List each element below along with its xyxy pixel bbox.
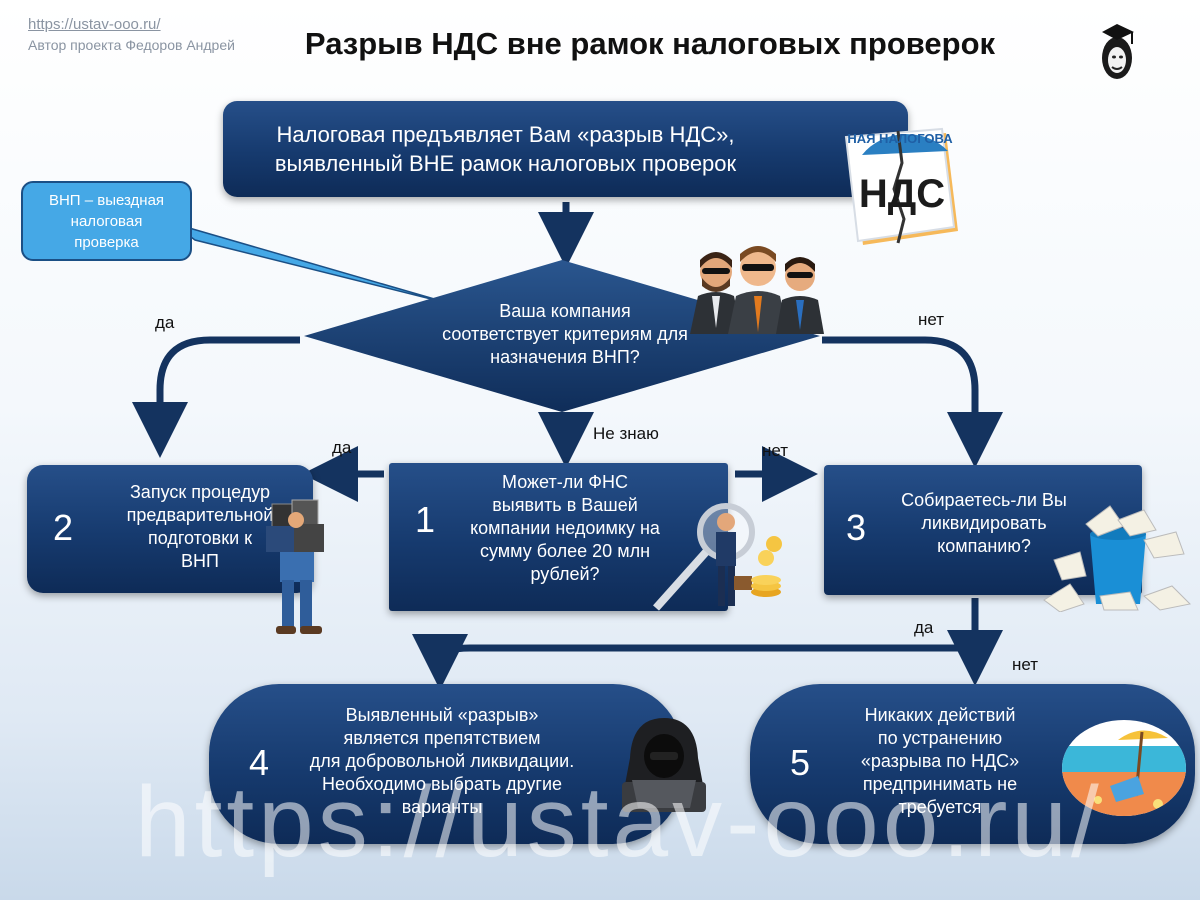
box-3-number: 3 xyxy=(846,507,867,548)
label-yes-3: да xyxy=(914,618,934,637)
box-2-line: предварительной xyxy=(126,505,274,525)
box-2-line: подготовки к xyxy=(147,528,253,548)
box-1-number: 1 xyxy=(415,499,436,540)
box-4-line: варианты xyxy=(401,797,483,817)
box-1-line: Может-ли ФНС xyxy=(502,472,628,492)
box-1-line: сумму более 20 млн xyxy=(479,541,651,561)
label-yes-left: да xyxy=(155,313,175,332)
top-box-line: Налоговая предъявляет Вам «разрыв НДС», xyxy=(276,122,735,147)
box-5-text: Никаких действий по устранению «разрыва … xyxy=(842,704,1038,819)
decision-diamond xyxy=(304,260,820,412)
box-3-line: ликвидировать xyxy=(921,513,1047,533)
box-1-text: Может-ли ФНС выявить в Вашей компании не… xyxy=(455,471,675,586)
decision-line: соответствует критериям для xyxy=(442,324,688,344)
decision-line: Ваша компания xyxy=(499,301,631,321)
box-5-line: требуется xyxy=(898,797,982,817)
top-box: Налоговая предъявляет Вам «разрыв НДС», … xyxy=(223,101,908,197)
callout-line: ВНП – выездная xyxy=(48,191,165,209)
box-1: 1 Может-ли ФНС выявить в Вашей компании … xyxy=(389,463,728,611)
hacker-icon xyxy=(622,718,706,812)
box-2: 2 Запуск процедур предварительной подгот… xyxy=(27,465,313,593)
box-3: 3 Собираетесь-ли Вы ликвидировать компан… xyxy=(824,465,1142,595)
page-title: Разрыв НДС вне рамок налоговых проверок xyxy=(304,26,996,61)
box-5-line: «разрыва по НДС» xyxy=(860,751,1020,771)
author-credit: Автор проекта Федоров Андрей xyxy=(28,37,235,53)
site-url-link[interactable]: https://ustav-ooo.ru/ xyxy=(28,16,161,33)
callout-line: проверка xyxy=(74,233,139,251)
box-4-line: для добровольной ликвидации. xyxy=(309,751,575,771)
magnifier-coins-icon xyxy=(653,503,782,611)
box-3-line: Собираетесь-ли Вы xyxy=(901,490,1067,510)
person-computers-icon xyxy=(266,499,324,634)
box-5-number: 5 xyxy=(790,742,811,783)
box-4-line: Выявленный «разрыв» xyxy=(345,705,539,725)
box-2-line: Запуск процедур xyxy=(129,482,271,502)
beach-icon xyxy=(1062,720,1186,816)
box-5-line: по устранению xyxy=(877,728,1003,748)
nds-ring-text: НАЯ НАЛОГОВА xyxy=(847,131,953,146)
vnp-callout: ВНП – выездная налоговая проверка xyxy=(21,181,192,261)
box-2-number: 2 xyxy=(53,507,74,548)
nds-label: НДС xyxy=(859,172,945,216)
author-avatar-icon xyxy=(1102,24,1134,79)
box-3-text: Собираетесь-ли Вы ликвидировать компанию… xyxy=(884,489,1084,558)
box-3-line: компанию? xyxy=(937,536,1031,556)
box-4: 4 Выявленный «разрыв» является препятств… xyxy=(209,684,683,844)
box-2-line: ВНП xyxy=(181,551,219,571)
box-2-text: Запуск процедур предварительной подготов… xyxy=(95,481,305,573)
box-4-number: 4 xyxy=(249,742,270,783)
box-1-line: рублей? xyxy=(530,564,600,584)
box-1-line: выявить в Вашей xyxy=(492,495,638,515)
nds-badge-icon: НАЯ НАЛОГОВА НДС xyxy=(844,127,958,245)
agents-icon xyxy=(690,246,824,334)
callout-line: налоговая xyxy=(70,212,143,230)
box-5-line: Никаких действий xyxy=(864,705,1016,725)
box-5-line: предпринимать не xyxy=(862,774,1018,794)
box-4-line: является препятствием xyxy=(343,728,541,748)
box-1-line: компании недоимку на xyxy=(470,518,660,538)
decision-text: Ваша компания соответствует критериям дл… xyxy=(390,300,740,369)
label-no-mid: нет xyxy=(762,441,789,460)
box-4-line: Необходимо выбрать другие xyxy=(321,774,563,794)
label-dont-know: Не знаю xyxy=(593,424,659,443)
trash-papers-icon xyxy=(1043,505,1192,612)
label-no-right: нет xyxy=(918,310,945,329)
decision-line: назначения ВНП? xyxy=(490,347,640,367)
watermark: https://ustav-ooo.ru/ xyxy=(135,766,1103,878)
box-4-text: Выявленный «разрыв» является препятствие… xyxy=(287,704,597,819)
label-no-3: нет xyxy=(1012,655,1039,674)
top-box-line: выявленный ВНЕ рамок налоговых проверок xyxy=(274,151,737,176)
label-yes-mid: да xyxy=(332,438,352,457)
